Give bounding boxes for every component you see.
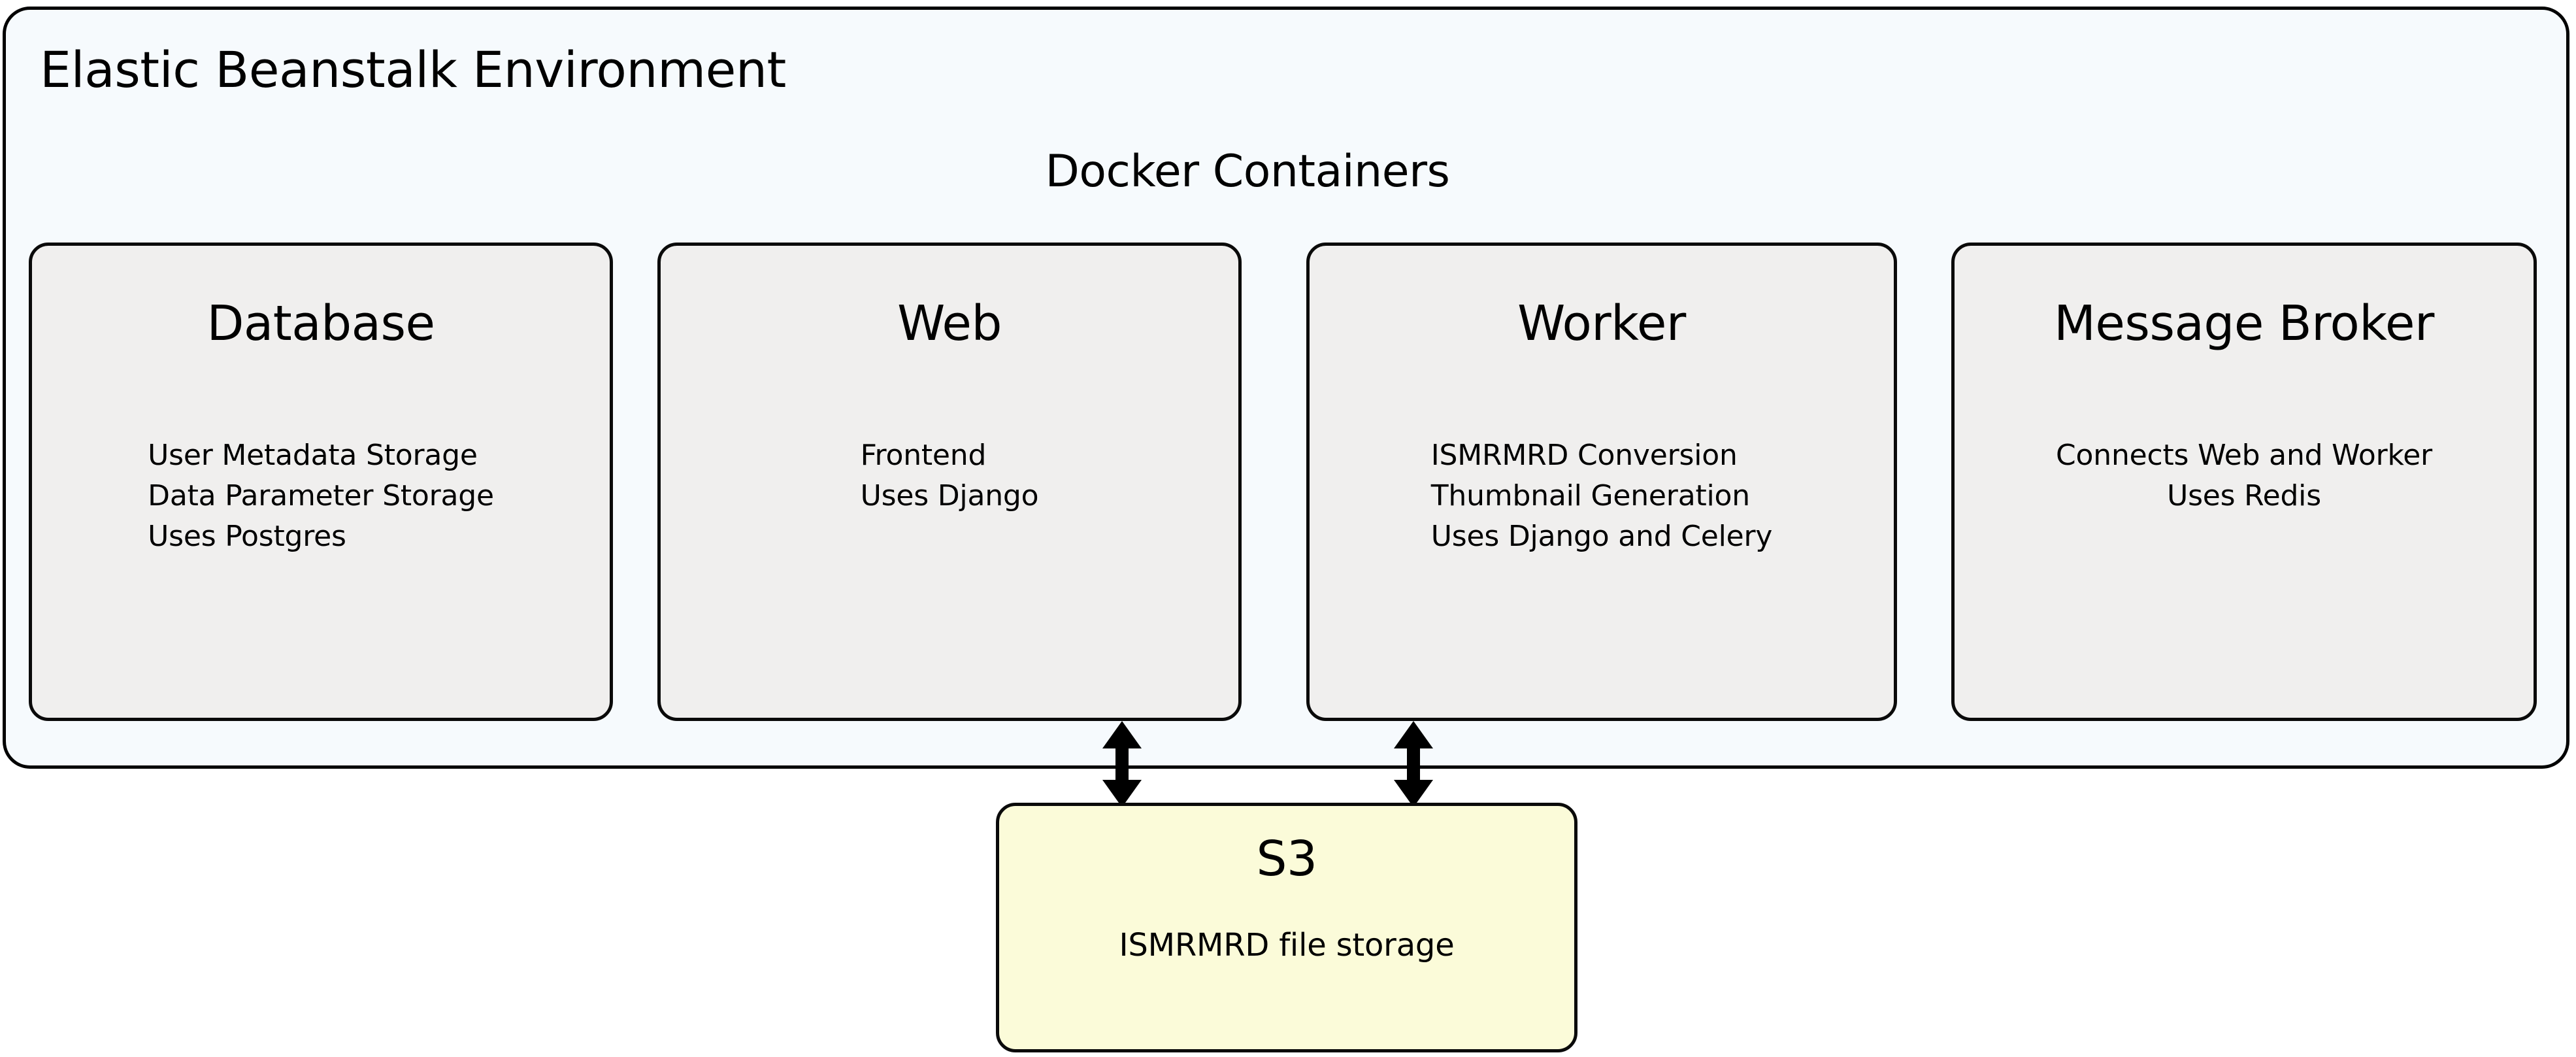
container-detail-line: Frontend [860,439,987,472]
container-detail-line: Connects Web and Worker [2056,439,2432,472]
container-title-message-broker: Message Broker [2054,295,2434,352]
container-body-worker: ISMRMRD Conversion Thumbnail Generation … [1310,435,1894,557]
container-detail-line: User Metadata Storage [148,439,478,472]
storage-title-s3: S3 [1256,831,1317,887]
container-detail-line: Uses Django [860,479,1039,512]
container-detail-line: Uses Postgres [148,520,346,553]
container-node-web[interactable]: Web Frontend Uses Django [657,243,1242,721]
container-detail-line: ISMRMRD Conversion [1430,439,1738,472]
container-detail-line: Thumbnail Generation [1430,479,1750,512]
container-node-worker[interactable]: Worker ISMRMRD Conversion Thumbnail Gene… [1306,243,1897,721]
container-body-message-broker: Connects Web and Worker Uses Redis [1955,435,2534,516]
container-node-message-broker[interactable]: Message Broker Connects Web and Worker U… [1951,243,2537,721]
container-title-database: Database [206,295,435,352]
connector-worker-to-s3-icon [1394,721,1433,807]
connector-web-to-s3-icon [1102,721,1142,807]
container-body-database: User Metadata Storage Data Parameter Sto… [32,435,610,557]
container-title-worker: Worker [1517,295,1686,352]
container-detail-line: Data Parameter Storage [148,479,494,512]
storage-subtitle-s3: ISMRMRD file storage [1119,927,1455,964]
storage-node-s3[interactable]: S3 ISMRMRD file storage [996,803,1577,1052]
container-body-web: Frontend Uses Django [661,435,1238,516]
environment-title: Elastic Beanstalk Environment [40,41,786,99]
docker-containers-title: Docker Containers [1045,146,1450,197]
container-detail-line: Uses Redis [2167,479,2321,512]
container-detail-line: Uses Django and Celery [1430,520,1773,553]
container-node-database[interactable]: Database User Metadata Storage Data Para… [29,243,613,721]
container-title-web: Web [897,295,1002,352]
